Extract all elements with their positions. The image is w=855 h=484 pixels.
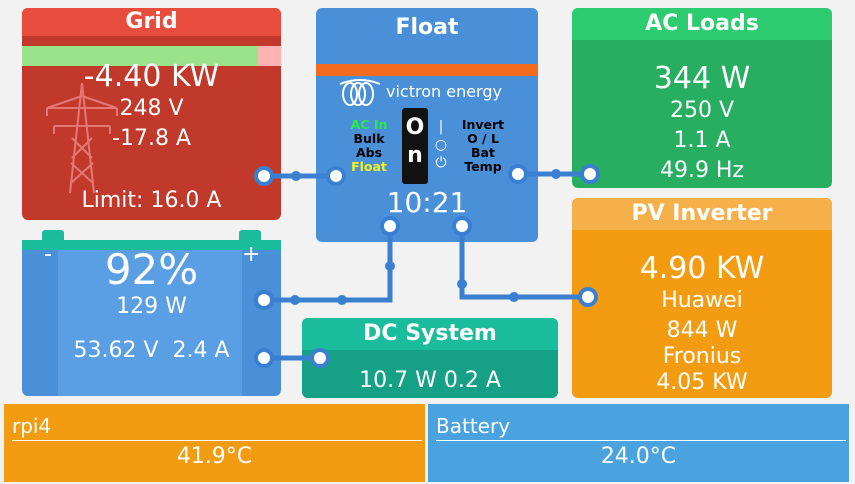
ac-loads-voltage: 250 V (669, 98, 735, 123)
grid-current: -17.8 A (112, 126, 191, 151)
dc-system-value: 10.7 W 0.2 A (359, 368, 501, 393)
flow-dot (551, 169, 561, 179)
power-tower-icon (46, 82, 118, 194)
victron-logo-icon (339, 79, 381, 106)
inverter-state-title: Float (395, 15, 459, 40)
connector-node (578, 287, 598, 307)
victron-logo: victron energy (338, 78, 528, 108)
pv-inverter-power: 4.90 KW (639, 251, 765, 286)
on-symbol-icon: | (438, 119, 444, 135)
led-abs: Abs (355, 145, 383, 160)
battery-level-fill (58, 250, 242, 396)
brand-stripe (316, 64, 538, 76)
battery-minus-label: - (44, 242, 52, 267)
connector-node (310, 348, 330, 368)
led-invert: Invert (461, 117, 505, 132)
led-labels-left: AC In Bulk Abs Float (334, 118, 404, 174)
connector-node (452, 216, 472, 236)
pv-inverter-title: PV Inverter (572, 198, 832, 230)
pv-source1-name: Huawei (661, 288, 743, 313)
flow-dot (290, 295, 300, 305)
led-overload: O / L (467, 131, 499, 146)
grid-power: -4.40 KW (83, 59, 220, 94)
on-off-switch[interactable]: O n (402, 108, 428, 184)
battery-top-strip (22, 240, 281, 250)
temperature-tile-battery[interactable]: Battery 24.0°C (428, 404, 849, 482)
connector-node (254, 290, 274, 310)
brand-name: victron energy (386, 82, 502, 101)
grid-tile[interactable]: Grid -4.40 KW 248 V -17.8 A Limit: 16.0 … (22, 8, 281, 220)
pv-source2-power: 4.05 KW (656, 370, 748, 395)
led-bat: Bat (471, 145, 495, 160)
grid-voltage: 248 V (119, 96, 184, 121)
ac-loads-title: AC Loads (572, 8, 832, 40)
led-labels-right: Invert O / L Bat Temp (448, 118, 518, 174)
temperature-divider (436, 440, 846, 441)
grid-limit: Limit: 16.0 A (81, 188, 222, 213)
flow-dot (509, 292, 519, 302)
pv-source2-name: Fronius (662, 344, 742, 369)
connector-node (326, 166, 346, 186)
connector-node (254, 348, 274, 368)
battery-power: 129 W (116, 294, 187, 319)
flow-dot (337, 295, 347, 305)
temperature-label: Battery (436, 414, 511, 438)
ac-loads-power: 344 W (653, 61, 751, 96)
ac-loads-tile[interactable]: AC Loads 344 W 250 V 1.1 A 49.9 Hz (572, 8, 832, 188)
battery-to-inverter-line (261, 223, 393, 303)
flow-dot (291, 171, 301, 181)
standby-power-icon: ⏻ (435, 155, 447, 171)
clock-time: 10:21 (386, 186, 468, 219)
grid-limit-bar (22, 46, 281, 66)
led-ac-in: AC In (350, 117, 388, 132)
battery-tile[interactable]: - + 92% 129 W 53.62 V 2.4 A (22, 230, 281, 396)
switch-label-o: O (405, 115, 425, 140)
mode-symbols: | ○ ⏻ (430, 118, 452, 172)
inverter-to-pv-line (459, 223, 591, 300)
battery-voltage-current: 53.62 V 2.4 A (73, 338, 230, 363)
ac-loads-current: 1.1 A (673, 128, 731, 153)
pv-inverter-tile[interactable]: PV Inverter 4.90 KW Huawei 844 W Fronius… (572, 198, 832, 398)
dc-system-tile[interactable]: DC System 10.7 W 0.2 A (302, 318, 558, 398)
temperature-value: 41.9°C (176, 444, 253, 469)
pv-source1-power: 844 W (666, 318, 738, 343)
battery-soc: 92% (104, 245, 199, 294)
connector-node (380, 216, 400, 236)
connector-node (254, 166, 274, 186)
grid-limit-bar-fill (22, 46, 258, 66)
led-temp: Temp (464, 159, 502, 174)
temperature-value: 24.0°C (600, 444, 677, 469)
battery-plus-label: + (242, 242, 261, 267)
dc-system-title: DC System (302, 318, 558, 350)
inverter-tile[interactable]: Float victron energy AC In Bulk Abs Floa… (316, 8, 538, 242)
switch-label-n: n (407, 143, 423, 168)
off-symbol-icon: ○ (434, 137, 448, 153)
flow-dot (385, 261, 395, 271)
flow-dot (457, 279, 467, 289)
temperature-divider (12, 440, 422, 441)
ac-loads-frequency: 49.9 Hz (659, 158, 745, 183)
connector-node (508, 164, 528, 184)
led-float: Float (351, 159, 387, 174)
grid-title: Grid (22, 8, 281, 36)
led-bulk: Bulk (353, 131, 385, 146)
temperature-tile-rpi4[interactable]: rpi4 41.9°C (4, 404, 425, 482)
connector-node (580, 164, 600, 184)
temperature-label: rpi4 (12, 414, 52, 438)
